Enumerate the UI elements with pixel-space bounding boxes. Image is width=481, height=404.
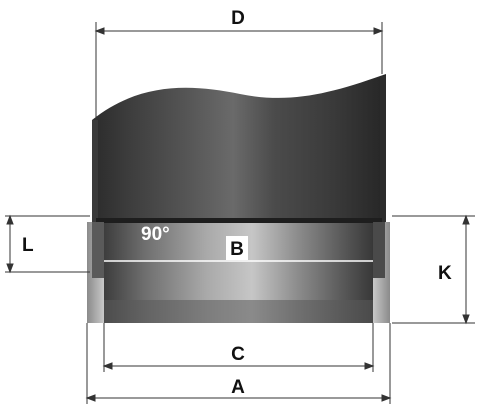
notch-right	[373, 222, 385, 278]
pipe-wall-right	[380, 76, 386, 222]
label-a: A	[231, 377, 245, 398]
label-b-box	[226, 236, 248, 260]
inserted-pipe	[92, 74, 386, 222]
dimension-d	[94, 22, 384, 120]
dimension-c	[102, 323, 375, 372]
label-b: B	[230, 239, 244, 260]
label-c: C	[231, 344, 245, 365]
dimension-l	[5, 214, 90, 274]
dimension-k	[392, 214, 475, 325]
label-l: L	[22, 235, 34, 256]
dimension-a	[85, 323, 392, 404]
socket-base-shadow	[104, 300, 373, 323]
notch-left	[92, 222, 104, 278]
label-d: D	[231, 8, 245, 29]
pipe-wall-left	[92, 120, 98, 222]
label-angle: 90°	[141, 224, 170, 245]
label-k: K	[438, 263, 452, 284]
socket-shoulder	[96, 218, 382, 224]
